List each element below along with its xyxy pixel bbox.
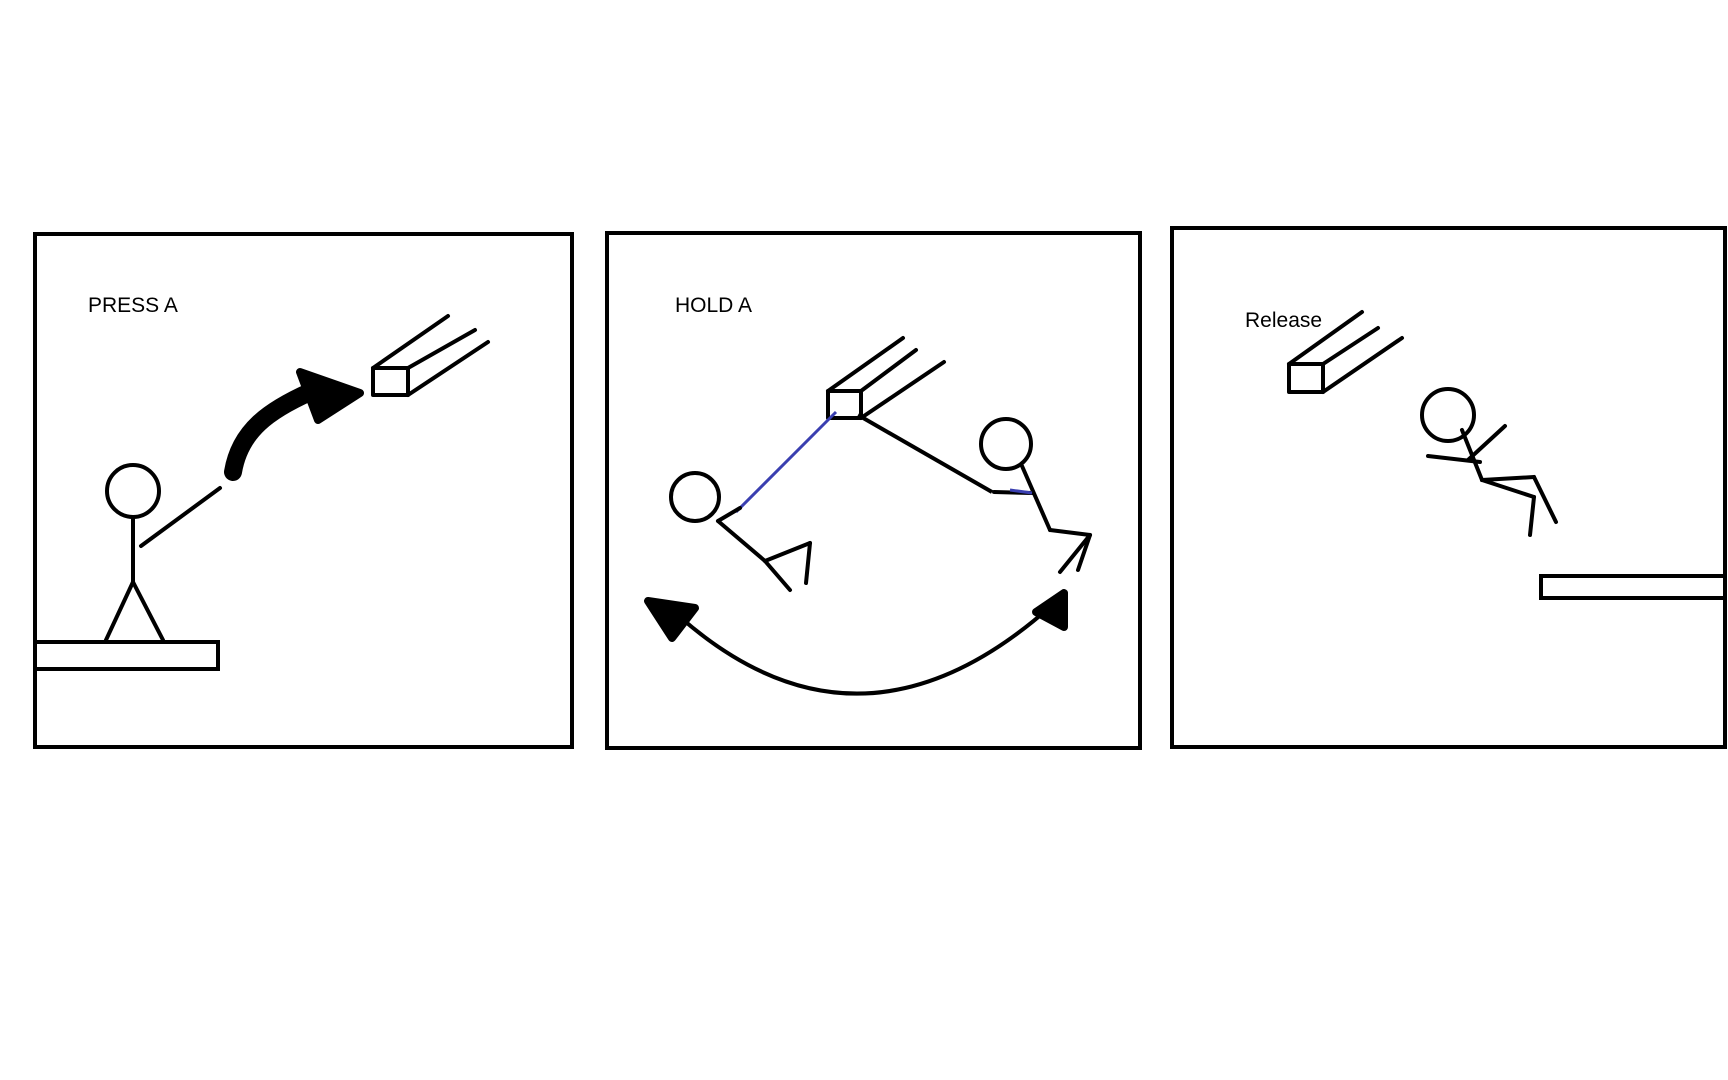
- throw-arrow: [224, 368, 364, 481]
- panel-hold: HOLD A: [605, 231, 1142, 750]
- panel-press: PRESS A: [33, 232, 574, 749]
- swing-arrow: [644, 589, 1068, 696]
- panel-caption: PRESS A: [88, 294, 178, 317]
- panel-caption: HOLD A: [675, 294, 752, 317]
- stick-figure: [669, 471, 812, 592]
- anchor-beam: [371, 314, 490, 397]
- panel-frame: [33, 232, 574, 749]
- ledge: [33, 640, 220, 671]
- stick-figure: [104, 463, 222, 642]
- stick-figure: [1420, 387, 1558, 537]
- anchor-beam: [1287, 310, 1404, 394]
- ledge: [1539, 574, 1727, 600]
- grapple-line: [734, 410, 838, 514]
- anchor-beam: [826, 336, 946, 420]
- grapple-line: [857, 413, 993, 494]
- stick-figure: [979, 417, 1092, 574]
- panel-release: Release: [1170, 226, 1727, 749]
- panel-caption: Release: [1245, 309, 1322, 332]
- panel-frame: [605, 231, 1142, 750]
- panel-frame: [1170, 226, 1727, 749]
